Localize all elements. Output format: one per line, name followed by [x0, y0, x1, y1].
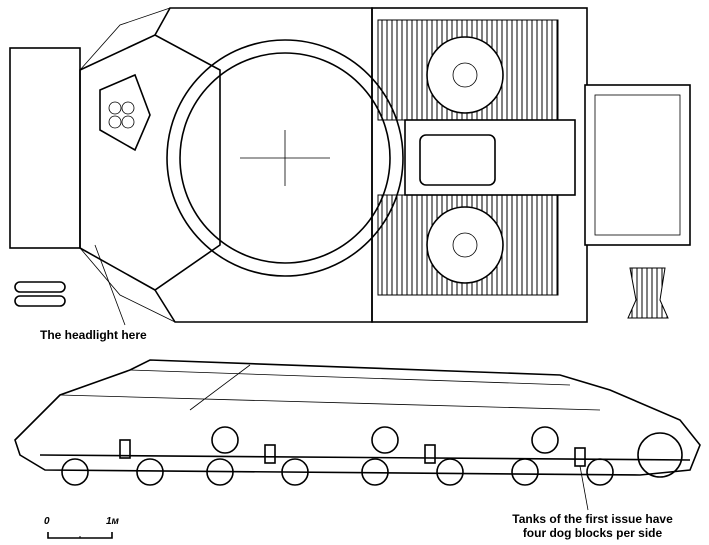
headlight-annotation: The headlight here [40, 328, 147, 342]
fan-right [426, 206, 504, 284]
driver-hatch [99, 73, 151, 152]
fan-left [426, 36, 504, 114]
glacis-wedge [79, 34, 221, 291]
scale-end-label: 1м [106, 516, 119, 527]
front-plate [9, 47, 81, 249]
turret-ring-inner [179, 52, 391, 264]
scale-bar [47, 532, 113, 539]
headlight-leader [94, 244, 126, 326]
dog-blocks-line1: Tanks of the first issue have [512, 512, 673, 526]
dog-blocks-annotation: Tanks of the first issue have four dog b… [490, 512, 695, 540]
engine-hatch [404, 119, 576, 196]
hatches [211, 426, 559, 454]
dog-block-leader [579, 465, 589, 511]
drive-sprocket [637, 432, 683, 478]
dog-blocks-line2: four dog blocks per side [522, 526, 663, 540]
road-wheels [61, 458, 614, 486]
rear-transmission-box [584, 84, 691, 246]
scale-start-label: 0 [44, 516, 50, 527]
top-view [9, 7, 691, 326]
side-view [14, 359, 701, 511]
turret-ring-outer [166, 39, 404, 277]
tow-hook [627, 267, 669, 319]
dog-blocks [119, 439, 586, 467]
